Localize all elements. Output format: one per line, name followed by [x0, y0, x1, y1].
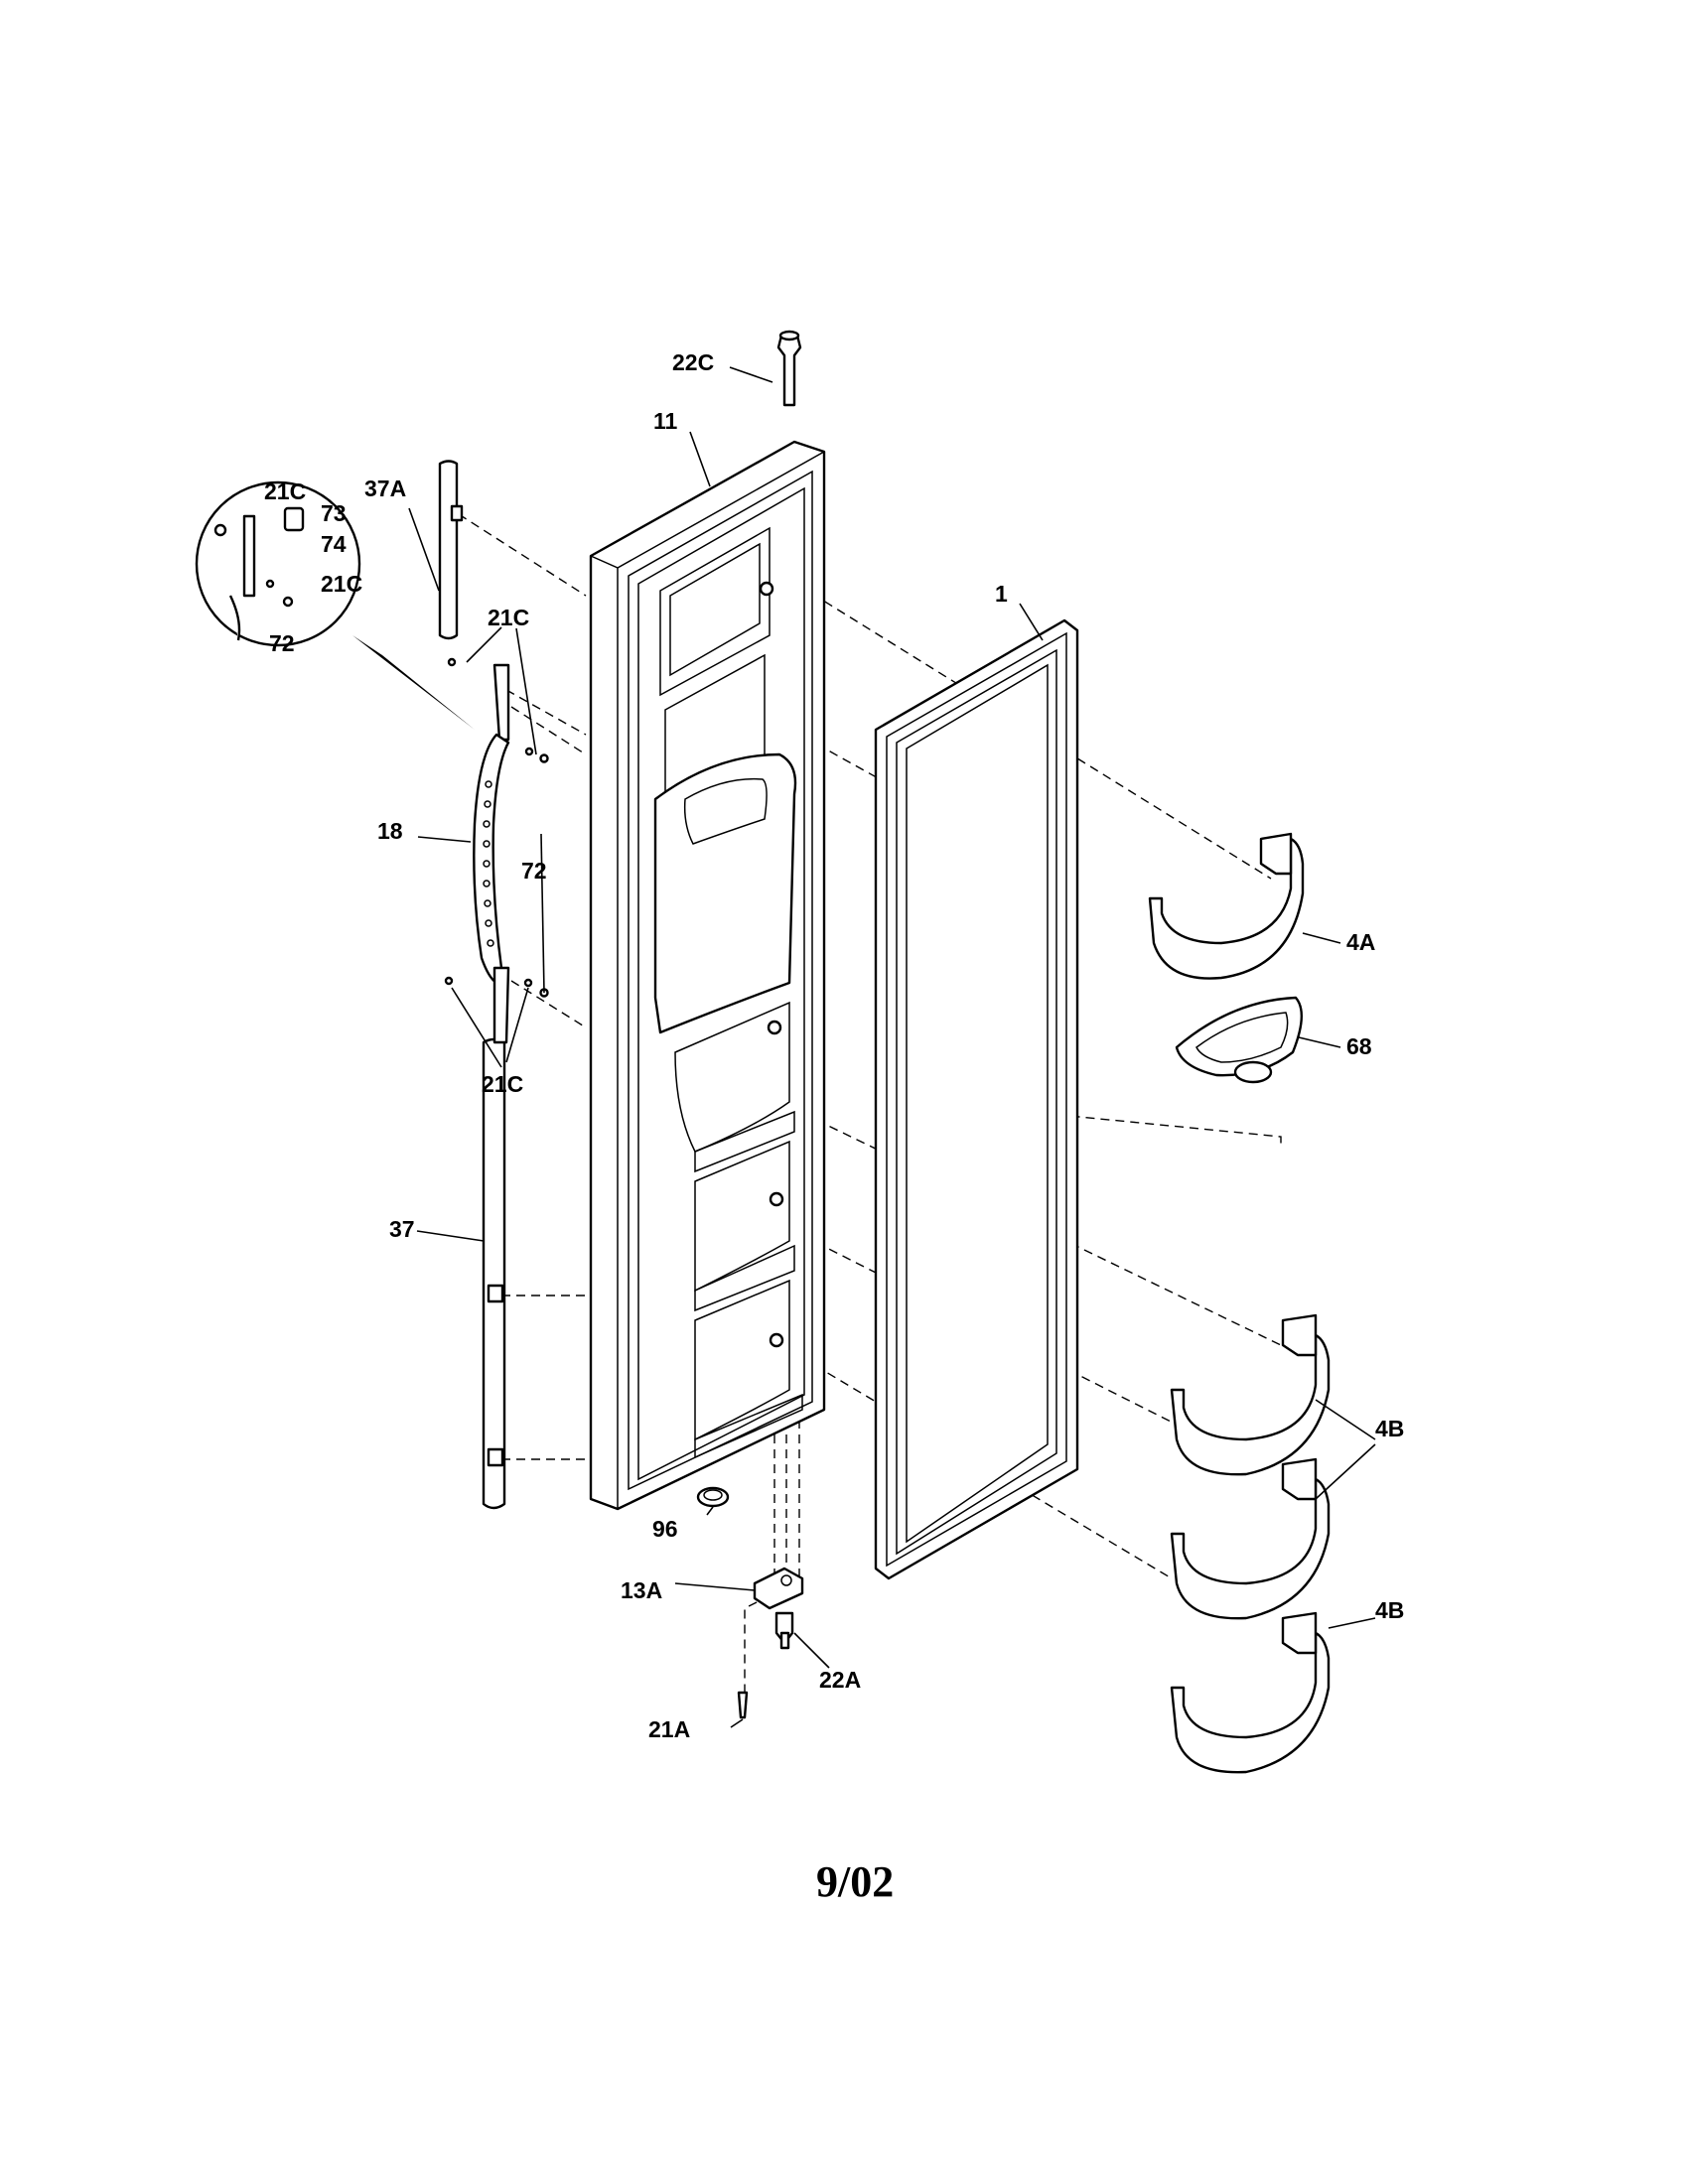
- date-code: 9/02: [816, 1857, 894, 1906]
- door-bin-4a: [1148, 832, 1305, 980]
- callout-68: 68: [1346, 1033, 1372, 1059]
- callout-21a: 21A: [648, 1716, 690, 1742]
- leader-lines: [408, 366, 1376, 1728]
- trim-37a: [438, 460, 464, 640]
- callout-22a: 22A: [819, 1667, 861, 1693]
- callout-74: 74: [321, 531, 347, 557]
- handle-18: [444, 657, 549, 1044]
- plug-96: [696, 1486, 730, 1508]
- callout-21c-upper: 21C: [488, 605, 529, 630]
- callout-4b-a: 4B: [1375, 1416, 1404, 1441]
- hinge-13a: [753, 1567, 804, 1610]
- callout-72-detail: 72: [269, 630, 295, 656]
- callout-21c-detail-top: 21C: [264, 478, 306, 504]
- screw-21a: [737, 1691, 749, 1719]
- callout-37a: 37A: [364, 476, 406, 501]
- callout-11: 11: [653, 408, 678, 434]
- callout-22c: 22C: [672, 349, 714, 375]
- door-gasket-1: [874, 618, 1079, 1580]
- callout-21c-lower: 21C: [482, 1071, 523, 1097]
- door-assembly-11: [589, 440, 826, 1511]
- callout-13a: 13A: [621, 1577, 662, 1603]
- hinge-pin-22c: [776, 330, 802, 407]
- assembly-lines: [458, 513, 1282, 1703]
- callout-4b-b: 4B: [1375, 1597, 1404, 1623]
- callout-37: 37: [389, 1216, 415, 1242]
- callout-18: 18: [377, 818, 403, 844]
- callout-1: 1: [995, 581, 1008, 607]
- door-bin-4b-1: [1170, 1313, 1331, 1476]
- callout-72-mid: 72: [521, 858, 547, 884]
- door-bin-4b-2: [1170, 1457, 1331, 1620]
- callout-73: 73: [321, 500, 347, 526]
- detail-inset: [195, 480, 475, 730]
- callout-96: 96: [652, 1516, 678, 1542]
- door-bin-4b-3: [1170, 1611, 1331, 1774]
- callout-4a: 4A: [1346, 929, 1375, 955]
- cup-68: [1175, 996, 1303, 1084]
- callout-labels: 22C 11 37A 1 21C 73 74 21C 72 21C 18 72 …: [264, 349, 1404, 1742]
- callout-21c-detail-mid: 21C: [321, 571, 362, 597]
- trim-37: [482, 1037, 506, 1510]
- hinge-pin-22a: [774, 1611, 794, 1650]
